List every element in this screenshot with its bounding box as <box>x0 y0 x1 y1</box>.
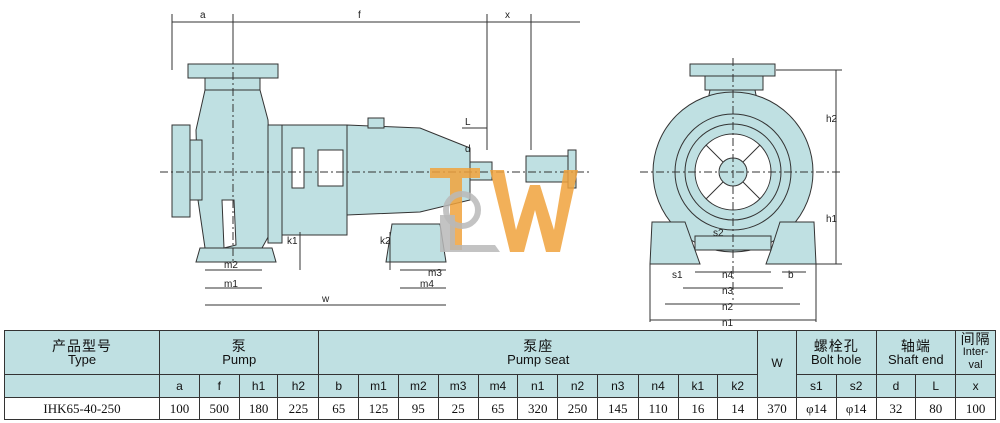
cell-n2: 250 <box>557 396 598 421</box>
col-m3: m3 <box>437 374 479 398</box>
dim-n1: n1 <box>722 318 734 329</box>
dim-n2: n2 <box>722 302 734 313</box>
cell-m1: 125 <box>358 396 399 421</box>
pump-dimension-drawing: a f x L d k1 k2 m2 m1 m3 m4 w <box>160 10 842 329</box>
dim-L: L <box>465 117 471 128</box>
col-n4: n4 <box>637 374 679 398</box>
shaft-header-en: Shaft end <box>888 351 944 367</box>
dim-m1: m1 <box>224 279 238 290</box>
cell-x: 100 <box>955 396 996 421</box>
cell-d: 32 <box>875 396 917 421</box>
interval-header-cn: 间隔 <box>960 331 991 348</box>
dim-w: w <box>321 294 330 305</box>
side-view <box>160 14 590 306</box>
bolt-header-en: Bolt hole <box>810 351 862 367</box>
w-header: W <box>757 330 797 398</box>
cell-s1: φ14 <box>795 396 837 421</box>
front-view-labels: h2 h1 s2 s1 b n4 n3 n2 n1 <box>672 114 838 329</box>
col-a: a <box>159 374 200 398</box>
cell-k2: 14 <box>717 396 759 421</box>
dim-d: d <box>465 144 471 155</box>
col-k1: k1 <box>677 374 719 398</box>
dim-s2: s2 <box>713 228 724 239</box>
dim-a: a <box>200 10 206 21</box>
seat-header-cn: 泵座 <box>523 337 554 354</box>
dim-n3: n3 <box>722 286 734 297</box>
col-h1: h1 <box>238 374 279 398</box>
cell-a: 100 <box>159 396 200 421</box>
dim-s1: s1 <box>672 270 683 281</box>
interval-header-en2: val <box>968 359 983 372</box>
dim-h1: h1 <box>826 214 838 225</box>
col-k2: k2 <box>717 374 759 398</box>
cell-m3: 25 <box>437 396 479 421</box>
front-view <box>640 58 842 322</box>
table-row: IHK65-40-250 100 500 180 225 65 125 95 2… <box>3 396 996 421</box>
side-view-labels: a f x L d k1 k2 m2 m1 m3 m4 w <box>200 10 510 305</box>
cell-L: 80 <box>915 396 957 421</box>
col-n1: n1 <box>517 374 559 398</box>
col-h2: h2 <box>277 374 320 398</box>
col-m2: m2 <box>397 374 439 398</box>
bolt-header-cn: 螺栓孔 <box>813 337 859 354</box>
col-L: L <box>915 374 957 398</box>
cell-b: 65 <box>318 396 360 421</box>
pump-header-en: Pump <box>222 351 257 367</box>
cell-s2: φ14 <box>835 396 877 421</box>
dim-f: f <box>358 10 361 21</box>
model-sub-blank <box>3 374 161 398</box>
col-n2: n2 <box>557 374 598 398</box>
cell-model: IHK65-40-250 <box>3 396 161 421</box>
col-x: x <box>955 374 996 398</box>
interval-header-en1: Inter- <box>962 346 989 359</box>
dim-m4: m4 <box>420 279 434 290</box>
col-m4: m4 <box>477 374 519 398</box>
dim-b: b <box>788 270 794 281</box>
col-f: f <box>198 374 240 398</box>
cell-n4: 110 <box>637 396 679 421</box>
cell-n1: 320 <box>517 396 559 421</box>
seat-header-en: Pump seat <box>507 351 570 367</box>
dim-n4: n4 <box>722 270 734 281</box>
dim-m2: m2 <box>224 260 238 271</box>
dim-h2: h2 <box>826 114 838 125</box>
col-n3: n3 <box>596 374 639 398</box>
dim-x: x <box>505 10 510 21</box>
shaft-header-cn: 轴端 <box>900 337 931 354</box>
cell-h1: 180 <box>238 396 279 421</box>
pump-header-cn: 泵 <box>231 337 247 354</box>
col-s2: s2 <box>835 374 877 398</box>
dim-k2: k2 <box>380 236 391 247</box>
brand-logo <box>430 168 578 252</box>
dim-m3: m3 <box>428 268 442 279</box>
cell-m4: 65 <box>477 396 519 421</box>
cell-h2: 225 <box>277 396 320 421</box>
cell-m2: 95 <box>397 396 439 421</box>
col-s1: s1 <box>795 374 837 398</box>
dim-k1: k1 <box>287 236 298 247</box>
cell-n3: 145 <box>596 396 639 421</box>
col-d: d <box>875 374 917 398</box>
cell-k1: 16 <box>677 396 719 421</box>
cell-W: 370 <box>757 396 797 421</box>
col-b: b <box>318 374 360 398</box>
cell-f: 500 <box>198 396 240 421</box>
model-header-en: Type <box>67 351 97 367</box>
col-m1: m1 <box>358 374 399 398</box>
model-header-cn: 产品型号 <box>52 337 113 354</box>
